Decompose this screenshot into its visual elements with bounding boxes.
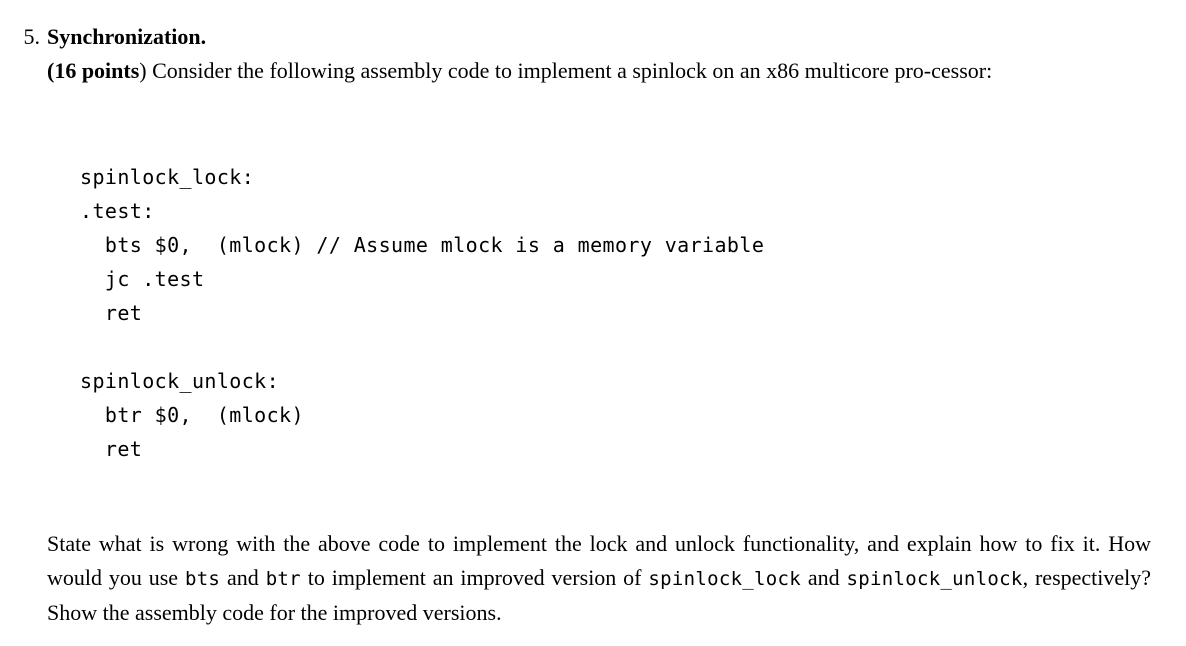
- code-line: jc .test: [80, 267, 205, 291]
- inline-code-bts: bts: [184, 568, 221, 590]
- code-line: spinlock_unlock:: [80, 369, 280, 393]
- code-line: btr $0, (mlock): [80, 403, 304, 427]
- inline-code-spinlock-lock: spinlock_lock: [648, 568, 801, 590]
- tail-text-2: and: [220, 565, 266, 590]
- points-label: (16 points: [47, 58, 140, 83]
- inline-code-spinlock-unlock: spinlock_unlock: [846, 568, 1023, 590]
- code-line: bts $0, (mlock) // Assume mlock is a mem…: [80, 233, 765, 257]
- code-line: spinlock_lock:: [80, 165, 255, 189]
- problem-block: 5. Synchronization. (16 points) Consider…: [0, 22, 1186, 88]
- problem-question-text: State what is wrong with the above code …: [47, 527, 1151, 630]
- intro-text: Consider the following assembly code to …: [146, 58, 993, 83]
- tail-text-5: , respectively? Show the assembly code f…: [47, 565, 1152, 625]
- problem-intro: (16 points) Consider the following assem…: [47, 54, 1151, 88]
- tail-text-1: State what is wrong with the above code …: [47, 531, 1151, 590]
- inline-code-btr: btr: [265, 568, 301, 590]
- code-line: .test:: [80, 199, 155, 223]
- code-blank-line: [80, 330, 764, 364]
- code-line: ret: [80, 301, 143, 325]
- assembly-code-listing: spinlock_lock: .test: bts $0, (mlock) // …: [80, 160, 764, 466]
- code-line: ret: [80, 437, 143, 461]
- points-close-paren: ): [139, 58, 147, 83]
- problem-body: Synchronization. (16 points) Consider th…: [47, 22, 1156, 88]
- problem-title: Synchronization.: [47, 24, 207, 49]
- tail-text-4: and: [801, 565, 847, 590]
- tail-text-3: to implement an improved version of: [300, 565, 649, 590]
- problem-number: 5.: [23, 24, 41, 49]
